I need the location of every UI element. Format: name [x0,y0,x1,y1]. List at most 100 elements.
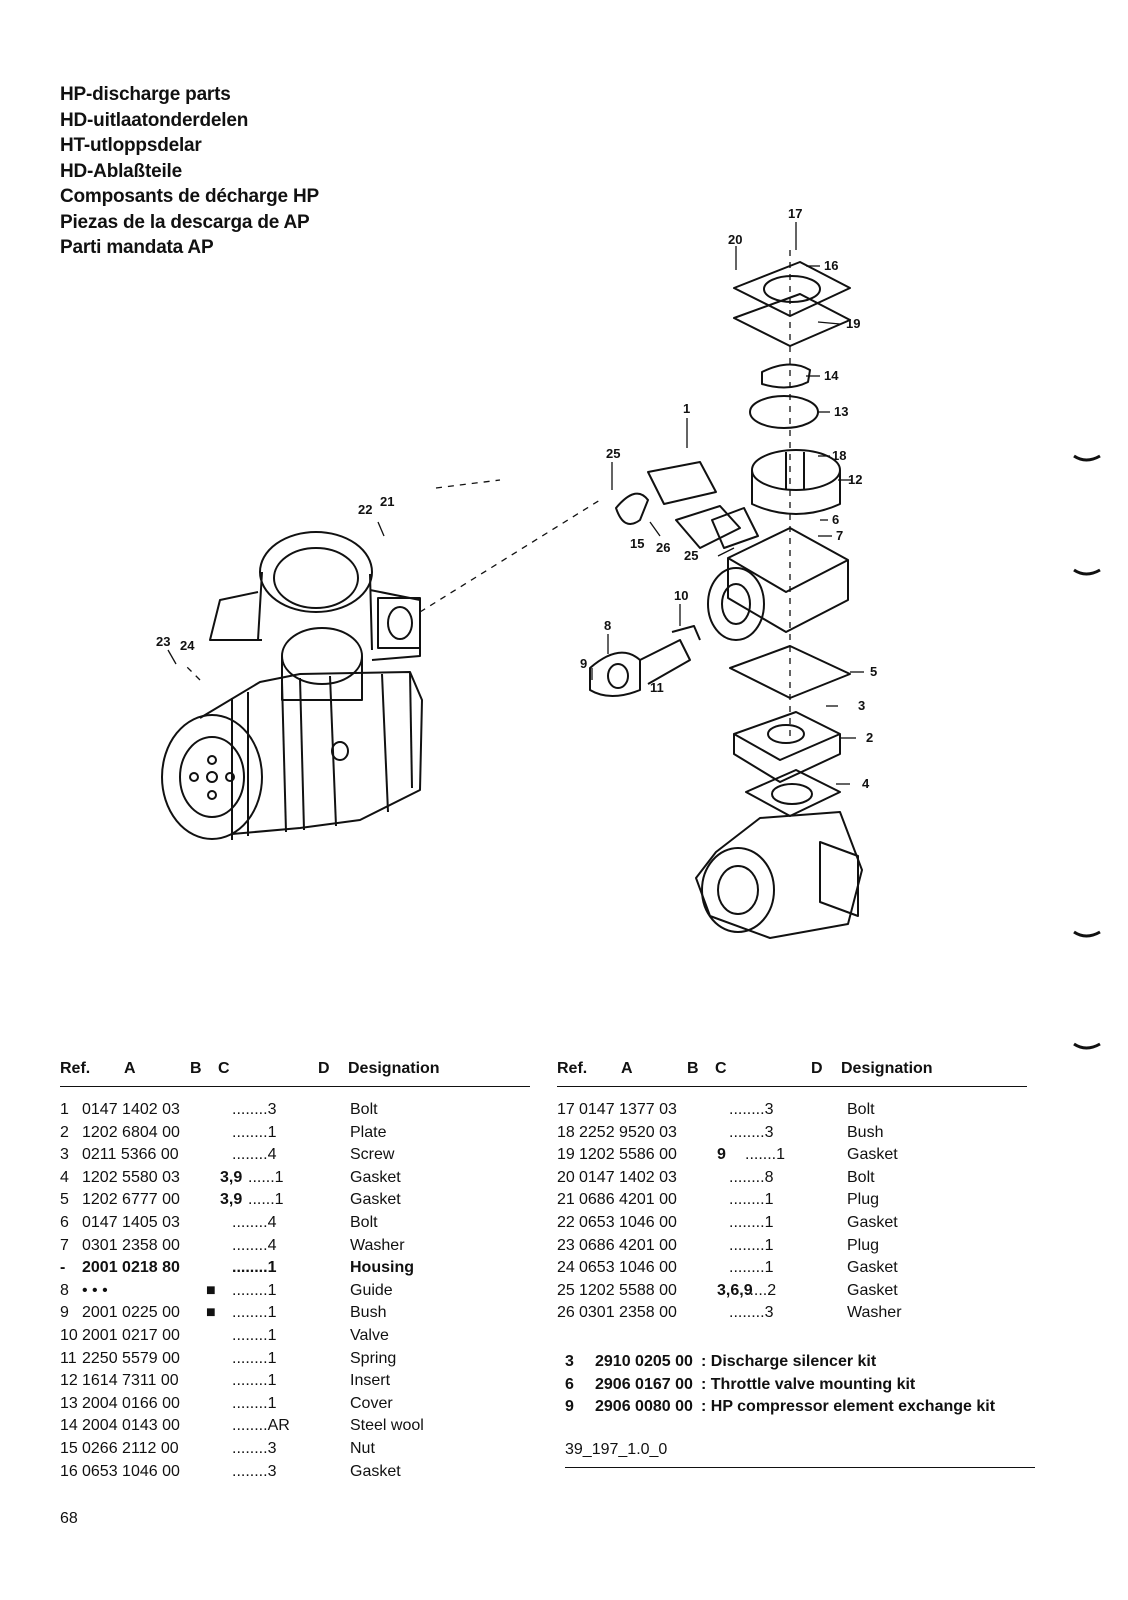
cell-ref: 16 [60,1462,78,1480]
cell-c: 3,9 [220,1168,243,1186]
header-ref: Ref. [557,1060,588,1077]
cell-ref: 10 [60,1326,78,1344]
title-de: HD-Ablaßteile [60,160,182,182]
cell-designation: Bush [847,1123,884,1141]
callout-21: 21 [380,494,394,509]
title-sv: HT-utloppsdelar [60,135,202,156]
cell-designation: Cover [350,1394,393,1412]
cell-qty: ........1 [729,1213,774,1231]
cell-designation: Plug [847,1191,880,1209]
kit-ref: 6 [565,1375,574,1393]
cell-ref: 6 [60,1213,69,1231]
cell-part: 1202 6777 00 [82,1191,180,1209]
binding-mark-icon [1073,1042,1101,1050]
cell-part: 0301 2358 00 [82,1236,180,1254]
cell-part: 2001 0225 00 [82,1304,180,1322]
cell-designation: Housing [350,1259,414,1277]
callout-labels: 1 2 3 4 5 6 7 8 9 10 11 12 13 14 15 16 1… [156,206,877,791]
kit-ref: 9 [565,1398,574,1416]
cell-ref: 12 [60,1372,78,1390]
callout-16: 16 [824,258,838,273]
cell-part: 0147 1402 03 [82,1101,180,1118]
cell-part: 0147 1402 03 [579,1168,677,1186]
cell-part: 0686 4201 00 [579,1191,677,1209]
cell-part: 2252 9520 03 [579,1123,677,1141]
cell-qty: .......1 [745,1146,786,1164]
cell-ref: 20 [557,1168,575,1186]
cell-part: 0211 5366 00 [82,1146,179,1164]
cell-qty: ........4 [232,1213,277,1231]
callout-5: 5 [870,664,877,679]
callout-17: 17 [788,206,802,221]
cell-qty: ........1 [232,1372,277,1390]
cell-qty: .....2 [745,1281,777,1299]
cell-qty: ........1 [232,1259,277,1277]
title-it: Parti mandata AP [60,237,214,258]
cell-ref: 9 [60,1304,69,1322]
cell-designation: Gasket [350,1168,401,1186]
title-nl: HD-uitlaatonderdelen [60,109,249,131]
table-header: Ref. A B C D Designation [60,1060,530,1082]
cell-part: 0686 4201 00 [579,1236,677,1254]
title-es: Piezas de la descarga de AP [60,211,310,233]
cell-part: 1202 5588 00 [579,1281,677,1299]
cell-designation: Washer [847,1304,902,1322]
cell-mark: ■ [206,1304,216,1322]
cell-designation: Insert [350,1372,391,1390]
cell-part: 2001 0217 00 [82,1326,180,1344]
cell-designation: Bolt [350,1213,378,1231]
cell-ref: 23 [557,1236,575,1254]
cell-designation: Spring [350,1349,397,1367]
cell-ref: 2 [60,1123,69,1141]
cell-ref: 24 [557,1259,575,1277]
cell-qty: ........3 [729,1304,774,1322]
title-block: HP-discharge parts HD-uitlaatonderdelen … [60,82,319,261]
cell-designation: Nut [350,1439,375,1457]
header-rule [60,1086,530,1087]
cell-designation: Gasket [847,1213,898,1231]
header-designation: Designation [348,1060,440,1077]
callout-26: 26 [656,540,670,555]
callout-25: 25 [606,446,620,461]
cell-part: 0147 1377 03 [579,1101,677,1118]
page-number: 68 [60,1510,78,1527]
cell-designation: Gasket [847,1281,898,1299]
header-a: A [621,1060,633,1077]
callout-12: 12 [848,472,862,487]
callout-7: 7 [836,528,843,543]
cell-ref: 25 [557,1281,575,1299]
callout-leaders [167,222,864,785]
callout-3: 3 [858,698,865,713]
cell-ref: 22 [557,1213,575,1231]
cell-qty: ........1 [729,1259,774,1277]
header-c: C [218,1060,230,1077]
callout-6: 6 [832,512,839,527]
binding-mark-icon [1073,930,1101,938]
cell-ref: 1 [60,1101,69,1118]
cell-qty: ........1 [232,1304,277,1322]
cell-c: 3,9 [220,1191,243,1209]
cell-qty: ......1 [248,1168,284,1186]
callout-14: 14 [824,368,839,383]
title-fr: Composants de décharge HP [60,186,319,207]
callout-9: 9 [580,656,587,671]
cell-designation: Steel wool [350,1417,424,1435]
kit-part-number: 2906 0080 00 [595,1398,693,1416]
